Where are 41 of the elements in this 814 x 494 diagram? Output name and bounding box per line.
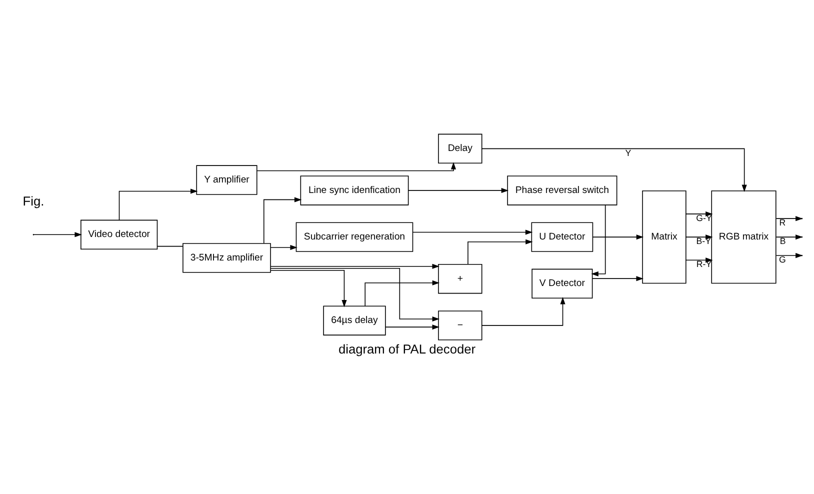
edge-label: G xyxy=(779,254,786,264)
node-box: Subcarrier regeneration xyxy=(296,222,414,252)
node-box: V Detector xyxy=(532,268,593,298)
node-box: U Detector xyxy=(531,222,594,252)
arrow xyxy=(412,229,533,234)
node-box: − xyxy=(438,310,482,340)
arrow xyxy=(592,276,644,281)
arrow xyxy=(408,187,509,192)
node-box: 64µs delay xyxy=(323,305,386,335)
arrow xyxy=(270,244,298,250)
arrow xyxy=(270,267,440,322)
arrow xyxy=(592,234,644,240)
arrow xyxy=(256,162,456,171)
arrow xyxy=(34,232,82,237)
label: Fig. xyxy=(22,193,44,208)
arrow xyxy=(591,204,606,276)
node-box: Delay xyxy=(438,133,482,164)
node-box: Y amplifier xyxy=(196,164,258,194)
edge-label: B xyxy=(780,236,786,246)
arrow xyxy=(270,270,347,307)
node-box: Line sync idenfication xyxy=(300,175,409,205)
node-box: + xyxy=(438,263,482,294)
arrow xyxy=(118,188,198,220)
edge-label: R xyxy=(779,217,786,228)
connector xyxy=(156,245,184,246)
node-box: RGB matrix xyxy=(711,190,776,284)
arrow xyxy=(263,196,302,244)
edge-label: Y xyxy=(625,147,632,158)
node-box: Matrix xyxy=(642,190,686,284)
arrow xyxy=(385,324,440,330)
edge-label: B-Y xyxy=(696,236,711,246)
arrow xyxy=(270,263,440,268)
arrow xyxy=(364,280,440,306)
caption: diagram of PAL decoder xyxy=(338,340,476,356)
node-box: Phase reversal switch xyxy=(507,175,618,205)
node-box: 3-5MHz amplifier xyxy=(182,242,271,272)
arrow xyxy=(482,296,566,326)
arrow xyxy=(482,148,747,192)
node-box: Video detector xyxy=(80,219,158,249)
arrow xyxy=(468,238,533,264)
arrow xyxy=(686,234,713,240)
